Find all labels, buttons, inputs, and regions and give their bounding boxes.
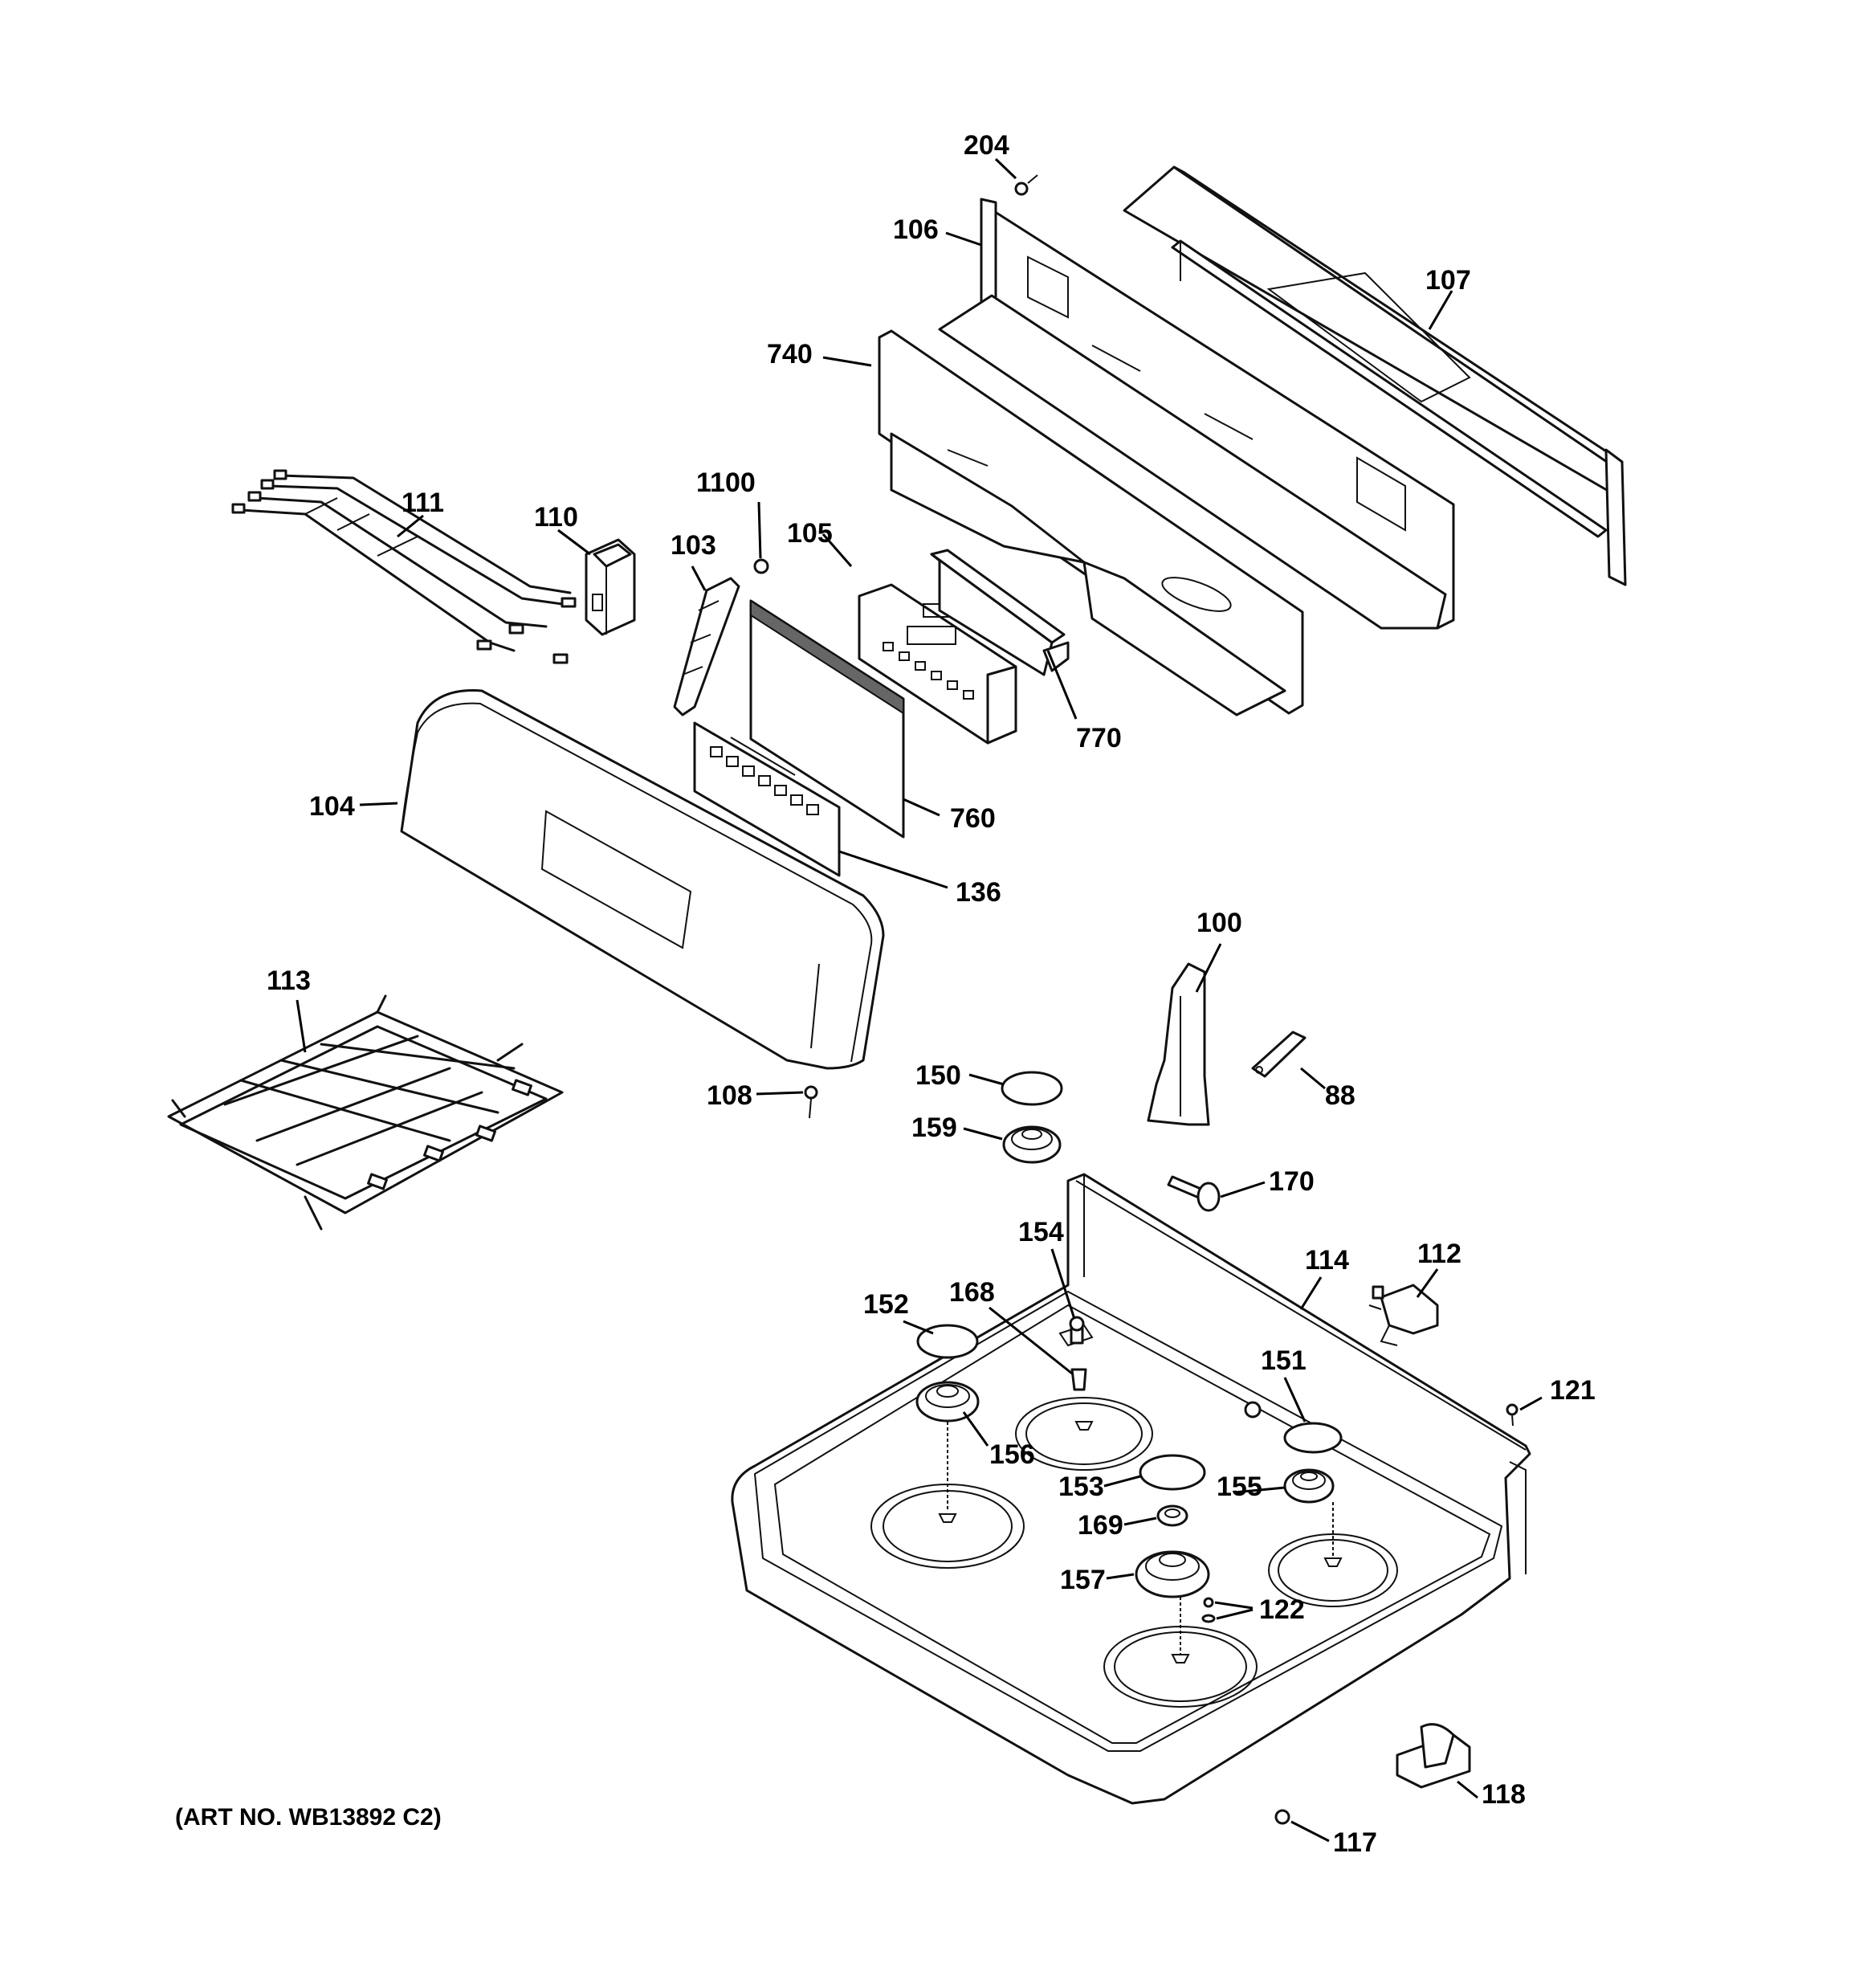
part-114-cooktop [731, 1173, 1531, 1805]
callout-136: 136 [956, 877, 1001, 908]
callout-112: 112 [1417, 1239, 1461, 1269]
part-204-screw [1014, 174, 1038, 196]
callout-117: 117 [1333, 1827, 1377, 1858]
part-100-side-trim [1147, 962, 1210, 1126]
art-number: (ART NO. WB13892 C2) [175, 1804, 442, 1831]
part-153-burner-cap [1139, 1454, 1206, 1491]
part-159-burner-head [1002, 1125, 1062, 1164]
part-110-relay [585, 538, 636, 636]
part-107-rear-trim [1123, 165, 1627, 586]
callout-155: 155 [1217, 1472, 1262, 1502]
callout-103: 103 [671, 530, 716, 561]
callout-1100: 1100 [696, 467, 756, 498]
callout-157: 157 [1060, 1565, 1106, 1595]
callout-105: 105 [787, 518, 833, 549]
callout-106: 106 [893, 214, 939, 245]
callout-153: 153 [1058, 1472, 1104, 1502]
part-169-collar [1156, 1504, 1188, 1527]
callout-110: 110 [534, 502, 578, 533]
part-760-glass [749, 599, 905, 839]
callout-770: 770 [1076, 723, 1122, 753]
callout-154: 154 [1018, 1217, 1064, 1247]
part-103-bracket [673, 577, 740, 716]
part-105-control-board [858, 583, 1017, 745]
part-111-wire-harness [231, 469, 577, 664]
leader-lines [296, 157, 1543, 1843]
part-156-burner-head [915, 1381, 980, 1423]
part-122-screws [1201, 1597, 1216, 1623]
part-154-orifice [1069, 1316, 1085, 1345]
callout-108: 108 [707, 1080, 752, 1111]
part-168-igniter [1070, 1368, 1087, 1391]
callout-122: 122 [1259, 1594, 1305, 1625]
part-770-bracket [930, 549, 1070, 676]
part-106-back-panel [938, 198, 1455, 630]
callout-169: 169 [1078, 1510, 1123, 1541]
part-121-screw [1506, 1403, 1519, 1427]
part-118-knob [1396, 1723, 1471, 1789]
callout-204: 204 [964, 130, 1009, 161]
callout-114: 114 [1305, 1245, 1349, 1276]
callout-168: 168 [949, 1277, 995, 1308]
callout-labels: 204 106 107 740 111 110 1100 103 105 770… [267, 130, 1596, 1858]
part-1100-screw [753, 558, 769, 574]
part-113-grate [167, 994, 564, 1231]
callout-152: 152 [863, 1289, 909, 1320]
part-136-keypad [693, 721, 841, 877]
part-104-backguard [400, 689, 885, 1070]
callout-107: 107 [1425, 265, 1471, 296]
part-170-screw [1167, 1175, 1221, 1212]
callout-118: 118 [1482, 1779, 1526, 1810]
callout-159: 159 [911, 1112, 957, 1143]
callout-100: 100 [1196, 908, 1242, 938]
part-740-heat-shield [878, 329, 1304, 716]
part-151-burner-cap [1283, 1422, 1343, 1454]
part-108-screw [804, 1085, 818, 1119]
callout-156: 156 [989, 1439, 1035, 1470]
callout-151: 151 [1261, 1345, 1307, 1376]
callout-740: 740 [767, 339, 813, 369]
part-150-burner-cap [1001, 1071, 1063, 1106]
part-88-clip [1251, 1031, 1307, 1078]
callout-760: 760 [950, 803, 996, 834]
part-155-burner-head [1283, 1468, 1335, 1504]
callout-170: 170 [1269, 1166, 1315, 1197]
part-117-nut [1274, 1809, 1290, 1825]
part-157-burner-head [1135, 1550, 1210, 1598]
callout-111: 111 [402, 488, 444, 518]
callout-113: 113 [267, 965, 311, 996]
part-112-switch [1368, 1284, 1439, 1346]
callout-150: 150 [915, 1060, 961, 1091]
callout-104: 104 [309, 791, 355, 822]
callout-121: 121 [1550, 1375, 1596, 1406]
callout-88: 88 [1325, 1080, 1355, 1111]
